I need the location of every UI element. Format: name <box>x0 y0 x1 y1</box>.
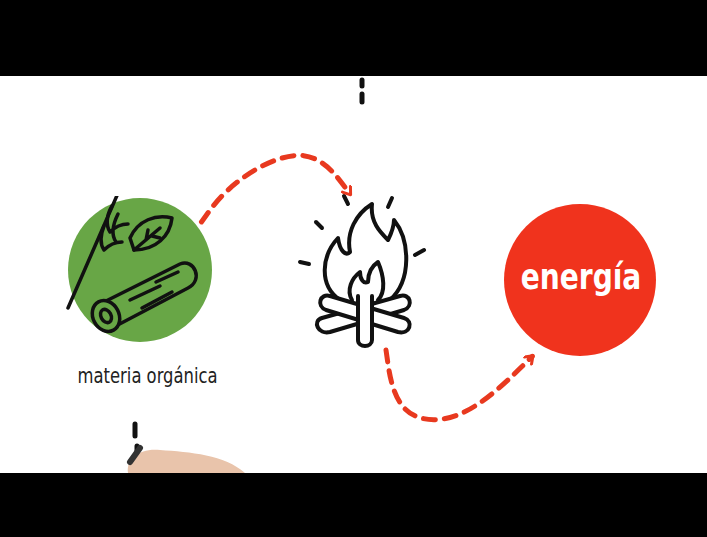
biomass-icon <box>68 196 196 336</box>
circle-fill <box>504 204 656 356</box>
node-label: energía <box>521 256 640 297</box>
hand <box>128 448 245 473</box>
dashed-segment <box>386 350 532 420</box>
result-circle: energía <box>504 204 656 356</box>
source-circle: materia orgánica <box>60 196 220 396</box>
top-bar <box>0 0 707 76</box>
flow-arrow <box>201 155 532 419</box>
circle-fill <box>68 198 212 342</box>
bottom-bar <box>0 473 707 537</box>
campfire <box>300 196 424 346</box>
dashed-segment <box>201 155 350 222</box>
node-caption: materia orgánica <box>78 364 203 388</box>
